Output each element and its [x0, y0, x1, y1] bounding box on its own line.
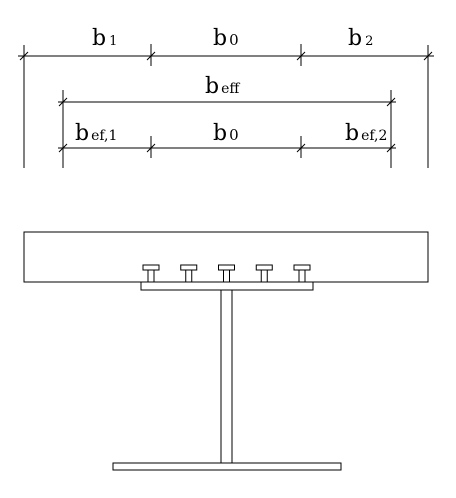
concrete-slab [23, 231, 429, 283]
tick-mark [296, 51, 306, 61]
stud-head [180, 264, 198, 271]
dimension-row-bottom [58, 136, 396, 158]
stud-head [218, 264, 235, 271]
stud-head [142, 264, 160, 271]
shear-connectors [142, 264, 311, 283]
shear-connector [293, 264, 311, 283]
tick-mark [386, 97, 396, 107]
tick-mark [58, 97, 68, 107]
stud-shank [260, 269, 268, 283]
steel-top-flange [140, 281, 314, 291]
stud-shank [185, 269, 193, 283]
tick-mark [386, 143, 396, 153]
dimension-row-beff [58, 90, 396, 168]
shear-connector [180, 264, 198, 283]
steel-web [220, 289, 233, 464]
stud-shank [147, 269, 155, 283]
stud-shank [298, 269, 306, 283]
tick-mark [423, 51, 433, 61]
tick-mark [146, 143, 156, 153]
tick-mark [146, 51, 156, 61]
shear-connector [255, 264, 273, 283]
tick-mark [296, 143, 306, 153]
stud-head [255, 264, 273, 271]
stud-head [293, 264, 311, 271]
beam-cross-section [23, 231, 429, 471]
steel-bottom-flange [112, 462, 342, 471]
stud-shank [223, 269, 230, 283]
tick-mark [19, 51, 29, 61]
shear-connector [142, 264, 160, 283]
tick-mark [58, 143, 68, 153]
shear-connector [218, 264, 235, 283]
dimension-row-top [18, 44, 434, 168]
